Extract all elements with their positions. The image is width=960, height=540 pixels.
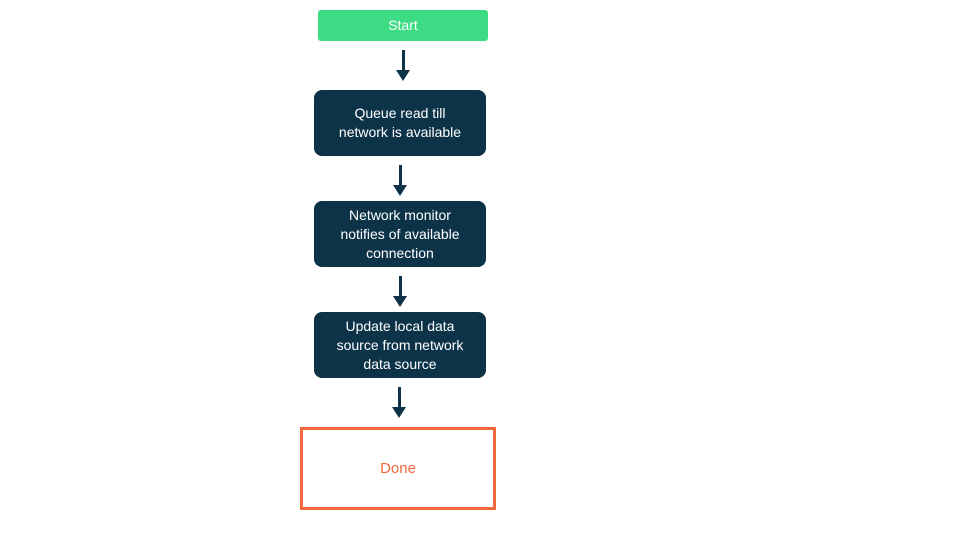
arrow-head bbox=[393, 296, 407, 307]
flow-arrow-down-icon bbox=[393, 276, 407, 307]
flow-node-update-local-data: Update local data source from network da… bbox=[314, 312, 486, 378]
flow-node-done: Done bbox=[300, 427, 496, 510]
arrow-head bbox=[393, 185, 407, 196]
arrow-stem bbox=[398, 165, 402, 185]
flow-arrow-down-icon bbox=[393, 165, 407, 196]
flow-node-queue-read: Queue read till network is available bbox=[314, 90, 486, 156]
arrow-stem bbox=[401, 50, 405, 70]
arrow-stem bbox=[398, 276, 402, 296]
arrow-head bbox=[396, 70, 410, 81]
flow-node-network-monitor: Network monitor notifies of available co… bbox=[314, 201, 486, 267]
flow-arrow-down-icon bbox=[396, 50, 410, 81]
flow-arrow-down-icon bbox=[392, 387, 406, 418]
flow-node-start: Start bbox=[318, 10, 488, 41]
arrow-stem bbox=[397, 387, 401, 407]
arrow-head bbox=[392, 407, 406, 418]
